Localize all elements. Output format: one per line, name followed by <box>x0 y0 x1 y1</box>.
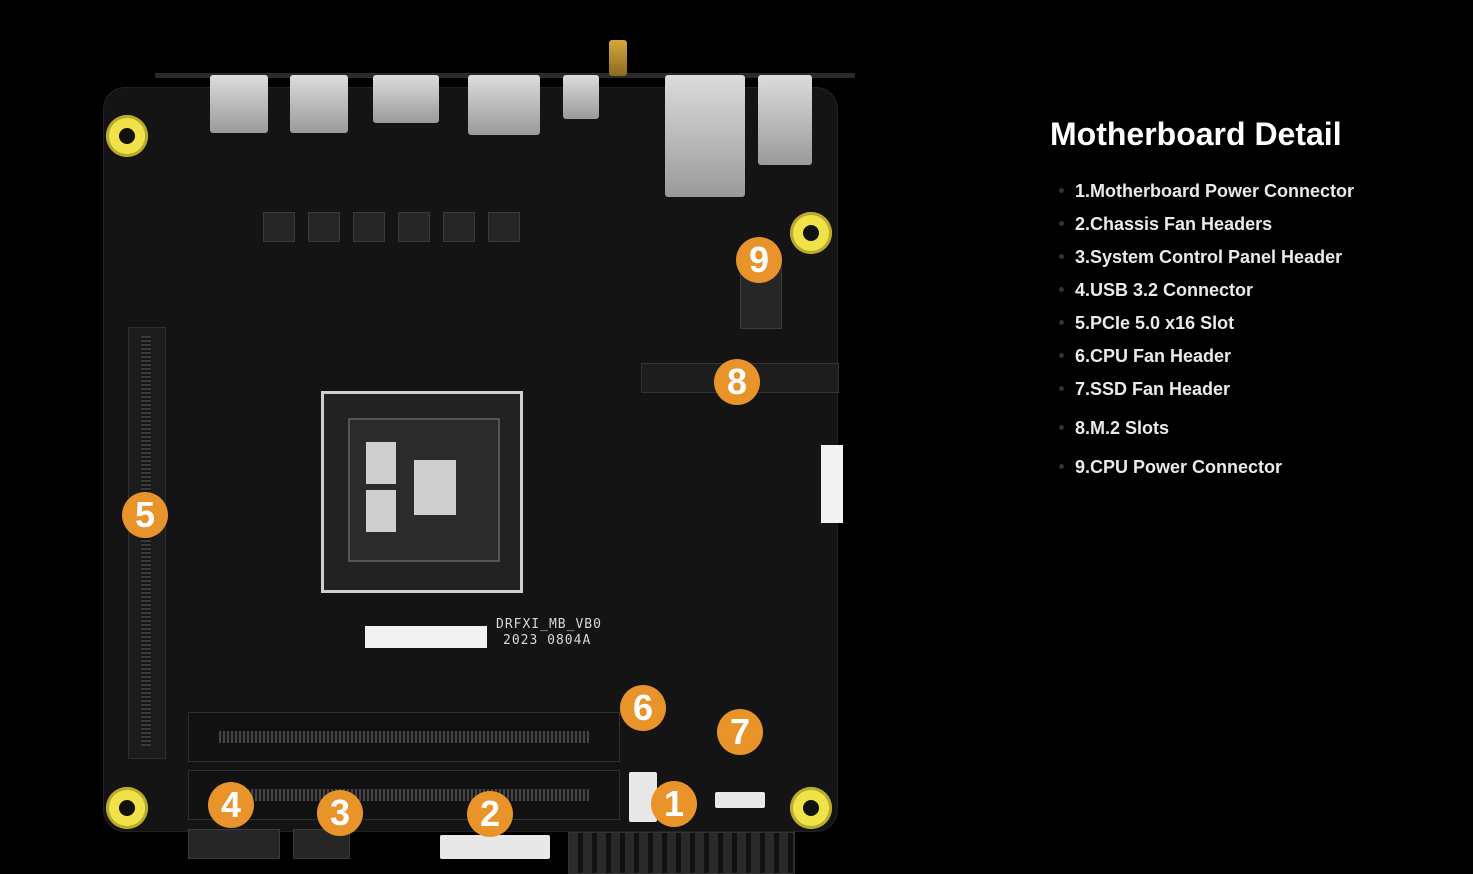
vrm-chip <box>488 212 520 242</box>
cpu-die <box>366 442 396 484</box>
audio-port <box>758 75 812 165</box>
mounting-hole <box>106 787 148 829</box>
silkscreen-model: DRFXI_MB_VB0 <box>496 617 602 632</box>
list-item: 6.CPU Fan Header <box>1050 346 1450 379</box>
displayport-port <box>468 75 540 135</box>
atx-power-connector <box>568 832 795 874</box>
wifi-antenna-connector <box>609 40 627 76</box>
cpu-die <box>366 490 396 532</box>
pcie-slot <box>128 327 166 759</box>
usb-header <box>188 829 280 859</box>
vrm-chip <box>443 212 475 242</box>
marker-5: 5 <box>122 492 168 538</box>
serial-sticker <box>365 626 487 648</box>
vrm-chip <box>263 212 295 242</box>
marker-7: 7 <box>717 709 763 755</box>
dimm-slot <box>188 712 620 762</box>
list-item: 9.CPU Power Connector <box>1050 457 1450 490</box>
vertical-label-sticker <box>821 445 843 523</box>
silkscreen-date: 2023 0804A <box>503 633 592 648</box>
usb-port <box>210 75 268 133</box>
usb-c-port <box>563 75 599 119</box>
list-item: 5.PCIe 5.0 x16 Slot <box>1050 313 1450 346</box>
list-item: 2.Chassis Fan Headers <box>1050 214 1450 247</box>
vrm-chip <box>398 212 430 242</box>
marker-2: 2 <box>467 791 513 837</box>
marker-6: 6 <box>620 685 666 731</box>
detail-panel: Motherboard Detail 1.Motherboard Power C… <box>1050 116 1450 490</box>
hdmi-port <box>373 75 439 123</box>
ssd-fan-connector <box>715 792 765 808</box>
ethernet-port <box>665 75 745 197</box>
marker-4: 4 <box>208 782 254 828</box>
list-item: 3.System Control Panel Header <box>1050 247 1450 280</box>
motherboard-image: DRFXI_MB_VB0 2023 0804A 1 2 3 4 5 6 7 8 … <box>95 35 860 874</box>
cpu-substrate <box>348 418 500 562</box>
vrm-chip <box>353 212 385 242</box>
marker-1: 1 <box>651 781 697 827</box>
marker-3: 3 <box>317 790 363 836</box>
marker-9: 9 <box>736 237 782 283</box>
front-panel-header <box>293 829 350 859</box>
list-item: 7.SSD Fan Header <box>1050 379 1450 418</box>
motherboard-pcb: DRFXI_MB_VB0 2023 0804A <box>103 75 843 874</box>
dimm-slot <box>188 770 620 820</box>
component-list: 1.Motherboard Power Connector 2.Chassis … <box>1050 181 1450 490</box>
mounting-hole <box>790 787 832 829</box>
usb-port <box>290 75 348 133</box>
marker-8: 8 <box>714 359 760 405</box>
cpu-die <box>414 460 456 515</box>
list-item: 1.Motherboard Power Connector <box>1050 181 1450 214</box>
vrm-chip <box>308 212 340 242</box>
panel-title: Motherboard Detail <box>1050 116 1342 152</box>
mounting-hole <box>106 115 148 157</box>
cpu-package <box>321 391 523 593</box>
mounting-hole <box>790 212 832 254</box>
chassis-fan-connector <box>440 835 550 859</box>
list-item: 4.USB 3.2 Connector <box>1050 280 1450 313</box>
list-item: 8.M.2 Slots <box>1050 418 1450 457</box>
